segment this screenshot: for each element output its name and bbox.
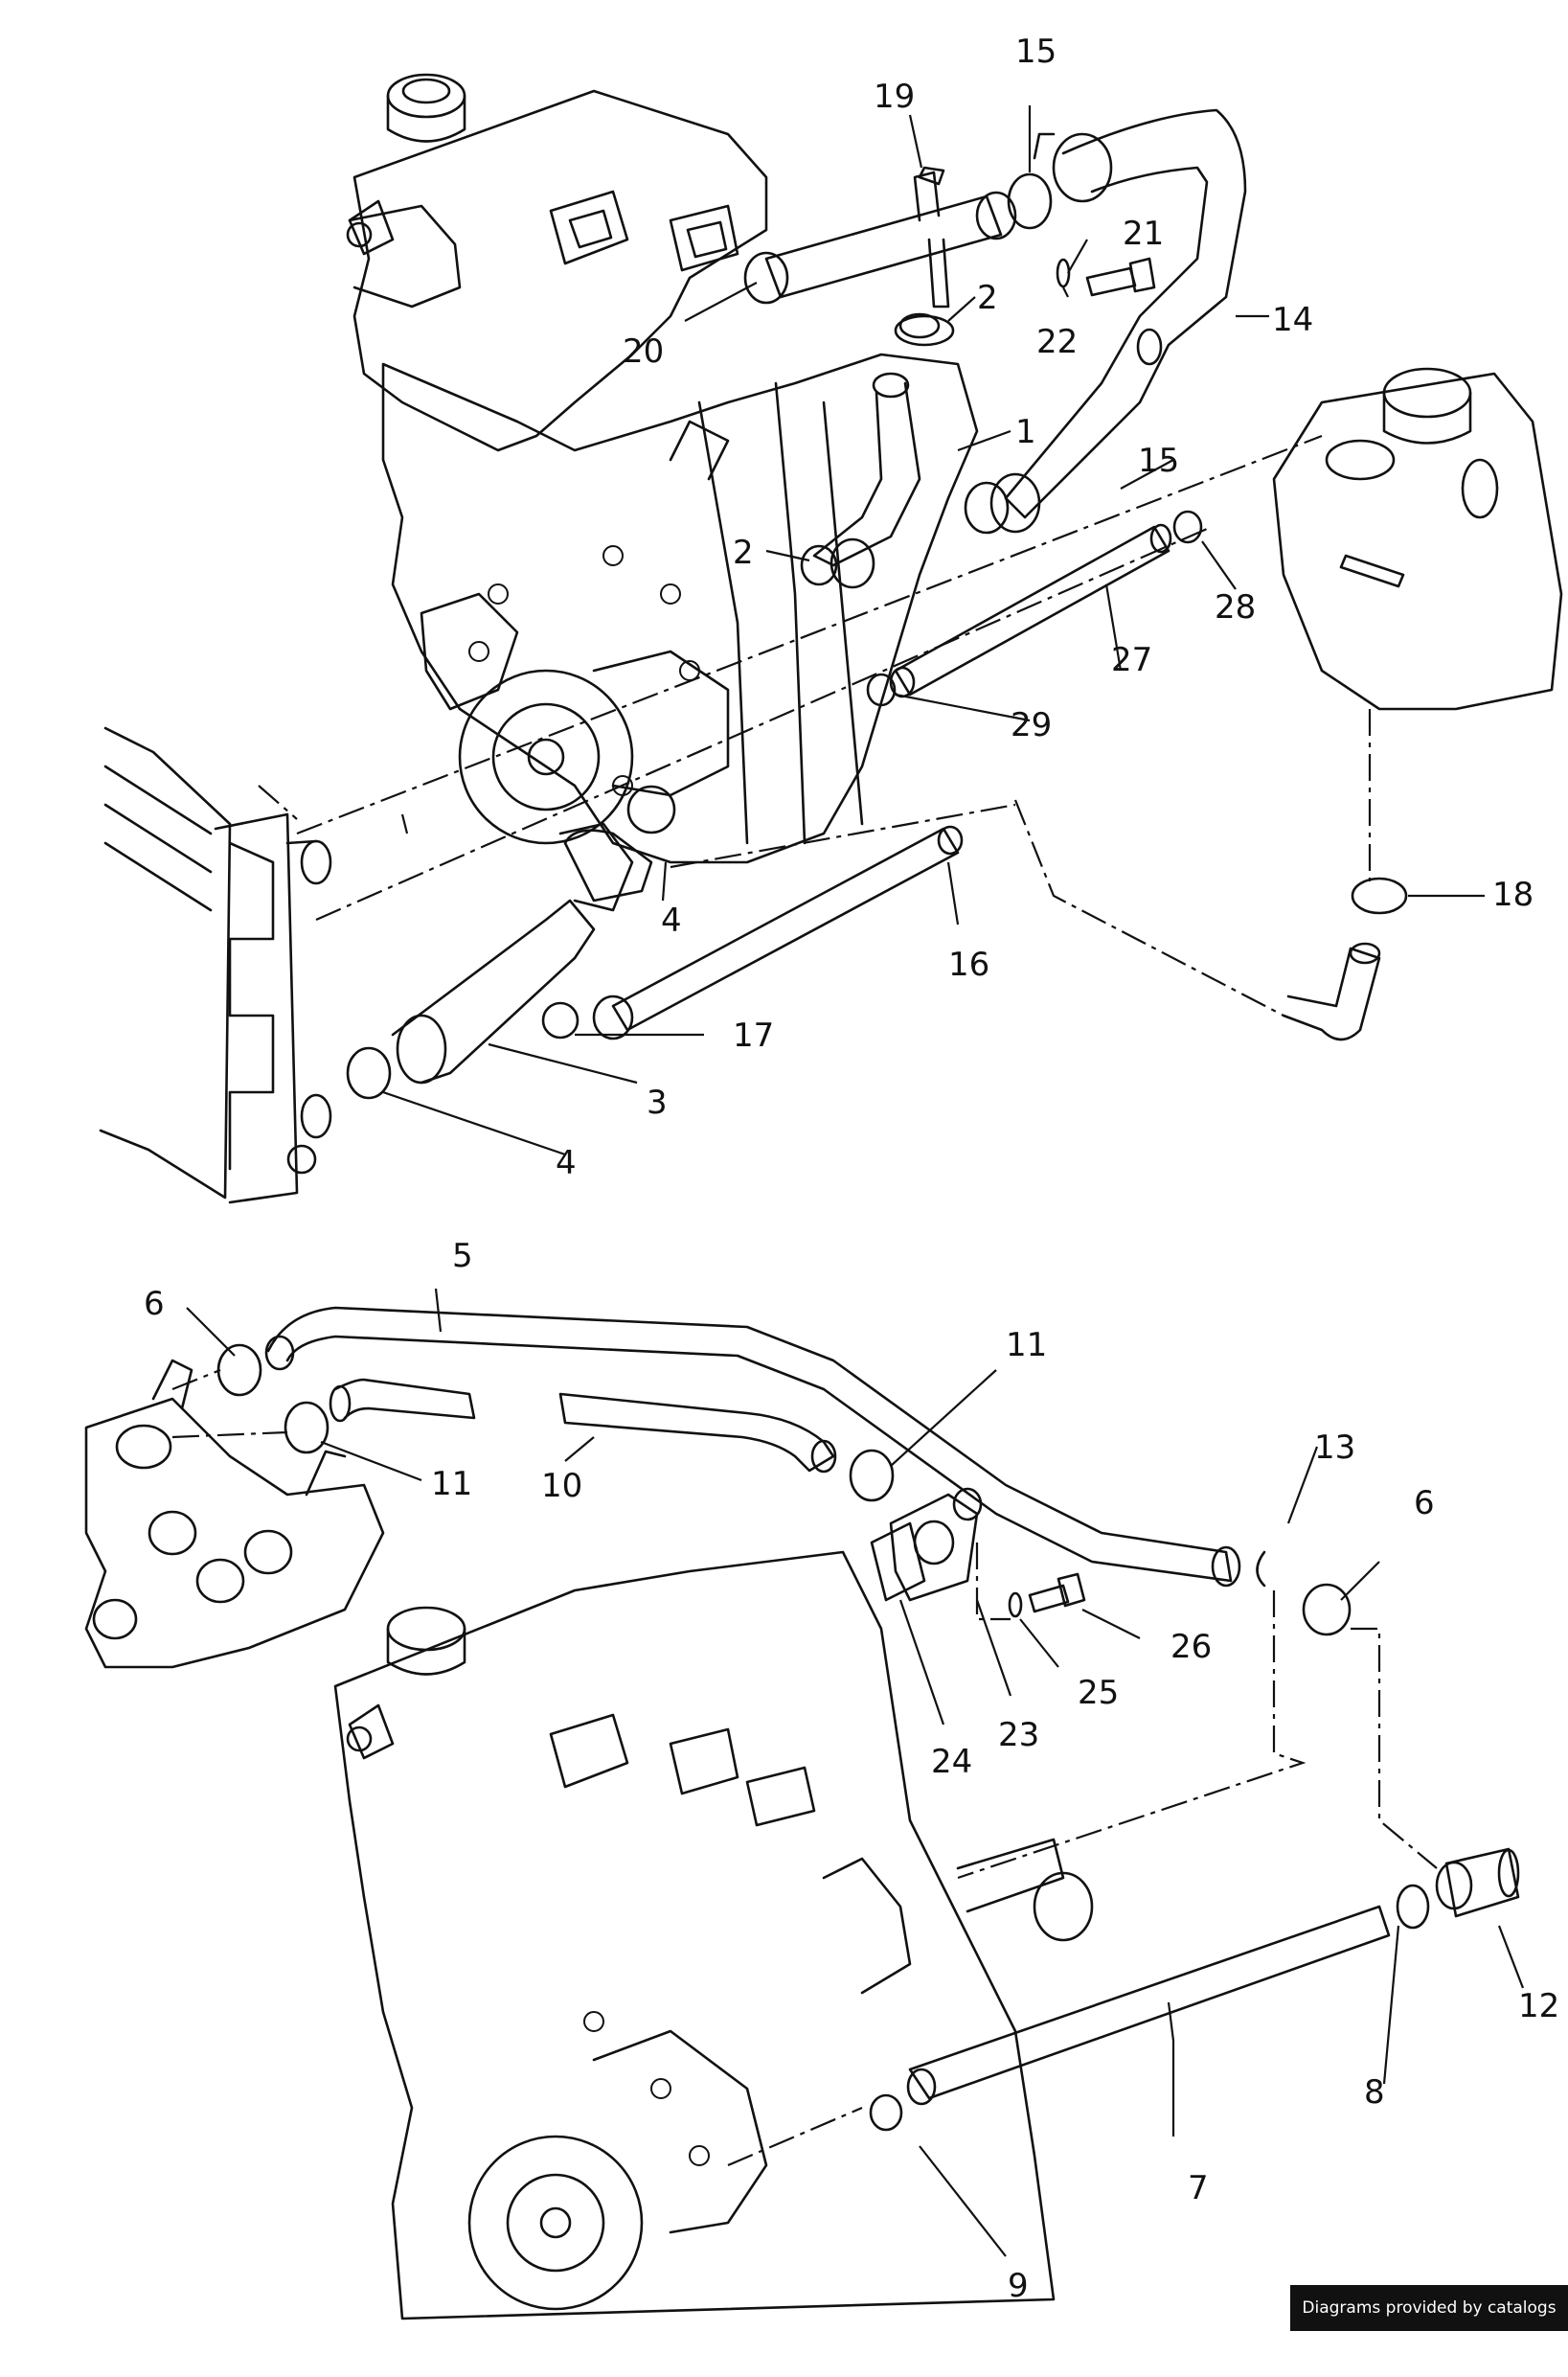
leader-lines <box>186 105 1525 2257</box>
hose-11-short <box>329 1378 476 1423</box>
alignment-lines-bottom <box>171 1368 1438 2167</box>
callout-15: 15 <box>1015 33 1057 71</box>
callout-24: 24 <box>931 1743 972 1781</box>
callout-6: 6 <box>144 1285 165 1323</box>
callout-18: 18 <box>1492 876 1534 914</box>
hose-clamps-bottom <box>216 1343 1430 2132</box>
washer-22 <box>1056 258 1071 288</box>
washer-25 <box>1008 1591 1023 1618</box>
clip-13 <box>1256 1550 1266 1588</box>
callout-9: 9 <box>1008 2267 1029 2305</box>
engine-block-top <box>346 73 979 903</box>
hose-18 <box>1282 942 1381 1041</box>
bolt-21 <box>1085 257 1156 297</box>
callout-22: 22 <box>1036 323 1078 361</box>
hose-clamps-top <box>346 132 1408 1100</box>
pipe-1-and-2 <box>812 314 955 589</box>
callout-26: 26 <box>1170 1628 1212 1666</box>
pipe-12 <box>1435 1847 1520 1918</box>
callout-3: 3 <box>647 1084 668 1122</box>
callout-29: 29 <box>1011 706 1052 744</box>
callout-2: 2 <box>977 279 998 317</box>
callout-11: 11 <box>1006 1326 1047 1364</box>
callout-labels: 1 2 2 3 4 4 5 6 6 7 8 9 10 11 11 12 13 1… <box>144 33 1559 2305</box>
radiator-top <box>99 726 332 1204</box>
callout-4: 4 <box>556 1144 577 1182</box>
hose-7 <box>906 1905 1391 2106</box>
hose-5 <box>264 1306 1241 1588</box>
callout-1: 1 <box>1015 413 1036 451</box>
callout-27: 27 <box>1111 641 1152 679</box>
callout-2: 2 <box>733 534 754 572</box>
callout-4: 4 <box>661 902 682 940</box>
hose-10 <box>558 1392 837 1474</box>
expansion-tank <box>1272 367 1563 711</box>
callout-6: 6 <box>1414 1484 1435 1522</box>
callout-19: 19 <box>874 78 915 116</box>
manifold-bottom <box>84 1359 385 1669</box>
hose-14 <box>989 108 1247 534</box>
callout-20: 20 <box>623 332 664 371</box>
engine-block-bottom <box>333 1550 1094 2320</box>
callout-10: 10 <box>541 1467 582 1505</box>
callout-5: 5 <box>452 1237 473 1275</box>
callout-17: 17 <box>733 1017 774 1055</box>
callout-12: 12 <box>1518 1987 1559 2025</box>
callout-14: 14 <box>1272 301 1313 339</box>
callout-16: 16 <box>948 946 989 984</box>
flange-23-24 <box>870 1487 983 1602</box>
callout-8: 8 <box>1364 2073 1385 2112</box>
callout-11: 11 <box>431 1465 472 1503</box>
callout-21: 21 <box>1123 215 1164 253</box>
callout-28: 28 <box>1215 588 1256 627</box>
callout-7: 7 <box>1188 2169 1209 2207</box>
alignment-lines-top <box>258 434 1372 1017</box>
callout-15: 15 <box>1138 442 1179 480</box>
callout-23: 23 <box>998 1716 1039 1754</box>
credit-banner: Diagrams provided by catalogs parts <box>1290 2285 1568 2364</box>
coolant-pipe-20 <box>743 171 1017 309</box>
callout-13: 13 <box>1314 1428 1355 1467</box>
hose-3 <box>391 822 634 1085</box>
hose-16 <box>592 825 964 1040</box>
bolt-26 <box>1028 1572 1086 1613</box>
callout-25: 25 <box>1078 1674 1119 1712</box>
